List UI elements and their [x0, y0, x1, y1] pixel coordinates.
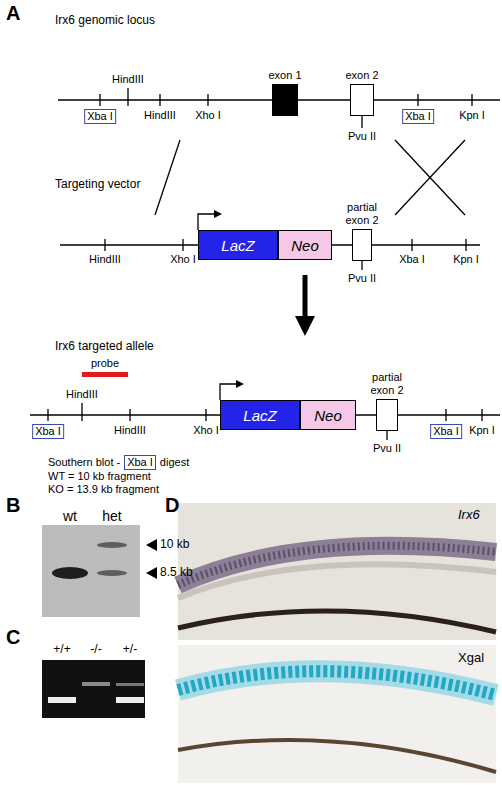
lacz-cassette: LacZ [198, 230, 278, 260]
exon-box: partial exon 2 [376, 399, 398, 431]
label-text: probe [91, 357, 119, 370]
restriction-site-box: Xba I [430, 424, 462, 439]
label-text: +/+ [53, 643, 70, 657]
box-text: LacZ [221, 237, 254, 254]
box-text: exon 2 [345, 69, 378, 82]
label-text: Irx6 targeted allele [55, 340, 154, 354]
label-text: +/- [123, 643, 137, 657]
label-text: Xho I [170, 253, 196, 266]
box-text: Neo [314, 407, 342, 424]
label-text: C [6, 626, 20, 649]
label-text: WT = 10 kb fragment [48, 470, 151, 483]
label-text: KO = 13.9 kb fragment [48, 483, 159, 496]
label-text: het [102, 508, 121, 524]
label-text: HindIII [114, 424, 146, 437]
exon-box: exon 2 [350, 84, 374, 116]
label-text: wt [63, 508, 77, 524]
box-text: Xba I [127, 456, 153, 469]
box-text: Xba I [433, 425, 459, 438]
label-text: Xho I [195, 109, 221, 122]
label-text: Irx6 [458, 508, 480, 523]
label-text: Pvu II [348, 272, 376, 285]
label-text: Kpn I [453, 253, 479, 266]
exon-box: exon 1 [272, 84, 298, 116]
neo-cassette: Neo [300, 400, 356, 430]
label-text: HindIII [66, 388, 98, 401]
maps [30, 88, 500, 440]
neo-cassette: Neo [278, 230, 332, 260]
restriction-site-box: Xba I [402, 109, 434, 124]
box-text: LacZ [243, 407, 276, 424]
label-text: A [6, 2, 20, 25]
box-text: exon 1 [268, 69, 301, 82]
label-text: Xba I [399, 253, 425, 266]
restriction-site-box: Xba I [124, 455, 156, 470]
label-text: Targeting vector [55, 178, 140, 192]
label-text: HindIII [144, 109, 176, 122]
label-text: D [165, 494, 179, 517]
label-text: HindIII [112, 73, 144, 86]
box-text: Xba I [87, 110, 113, 123]
label-text: 10 kb [160, 538, 189, 552]
box-text: Neo [291, 237, 319, 254]
label-text: Xho I [193, 424, 219, 437]
label-text: B [6, 494, 20, 517]
box-text: Xba I [35, 425, 61, 438]
label-text: Xgal [458, 651, 484, 666]
lacz-cassette: LacZ [220, 400, 300, 430]
label-text: -/- [90, 643, 101, 657]
label-text: Kpn I [459, 109, 485, 122]
box-text: partial exon 2 [364, 371, 410, 397]
exon-box: partial exon 2 [352, 229, 372, 261]
label-text: digest [160, 456, 189, 469]
restriction-site-box: Xba I [32, 424, 64, 439]
label-text: Pvu II [373, 442, 401, 455]
label-text: Irx6 genomic locus [55, 14, 155, 28]
label-text: Kpn I [469, 424, 495, 437]
box-text: partial exon 2 [339, 201, 385, 227]
label-text: 8.5 kb [160, 566, 193, 580]
label-text: Southern blot - [48, 456, 120, 469]
restriction-site-box: Xba I [84, 109, 116, 124]
label-text: HindIII [89, 253, 121, 266]
label-text: Pvu II [348, 130, 376, 143]
box-text: Xba I [405, 110, 431, 123]
